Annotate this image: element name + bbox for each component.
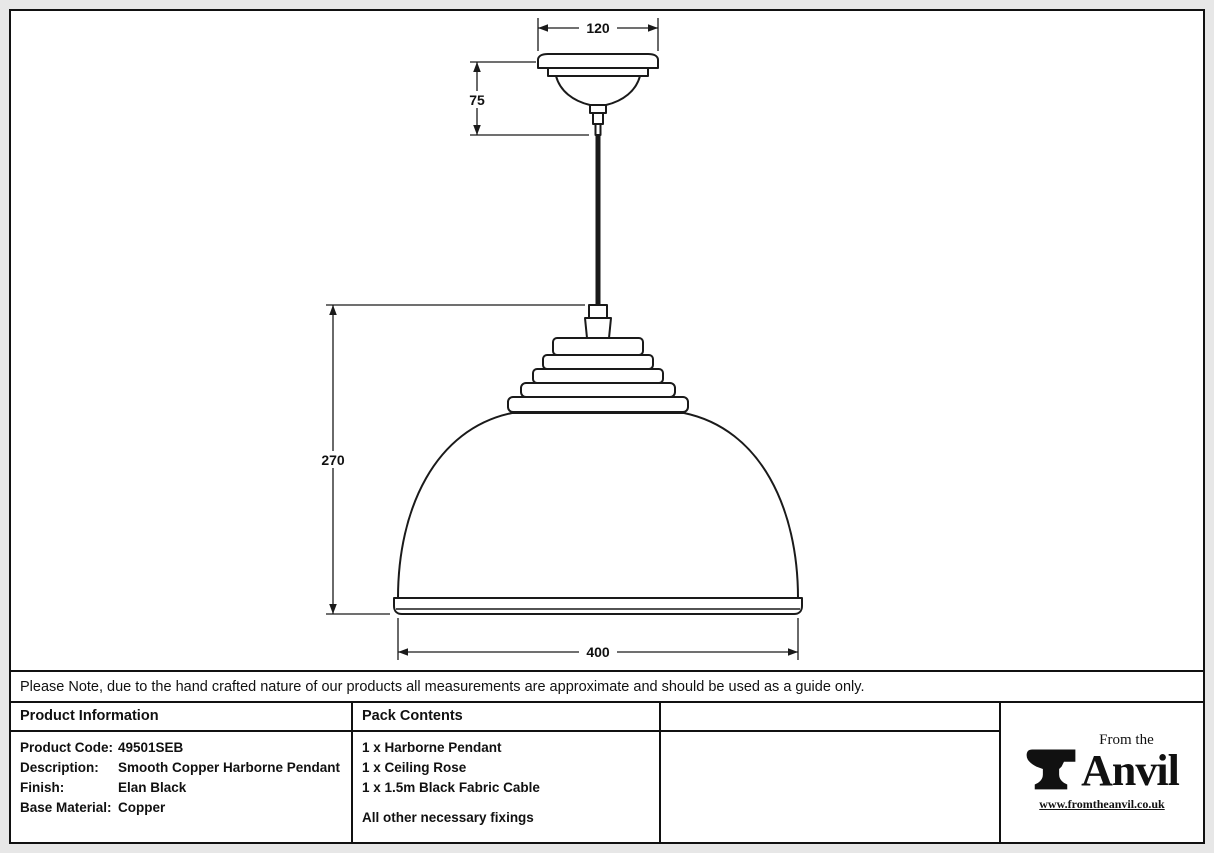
brand-name: Anvil — [1081, 746, 1180, 795]
product-code-value: 49501SEB — [118, 740, 184, 755]
finish-label: Finish: — [20, 780, 65, 795]
pack-item: 1 x Harborne Pendant — [362, 740, 502, 755]
spec-sheet: 120 75 270 400 Please Note, due to the h… — [9, 9, 1205, 844]
measurement-note-text: Please Note, due to the hand crafted nat… — [20, 678, 865, 695]
brand-url: www.fromtheanvil.co.uk — [1039, 797, 1165, 811]
product-code-row: Product Code: 49501SEB — [20, 738, 342, 758]
brand-tagline: From the — [1099, 732, 1154, 748]
dim-label-pendant-height: 270 — [321, 452, 345, 468]
pack-item: 1 x Ceiling Rose — [362, 760, 467, 775]
pendant-shade — [393, 304, 803, 615]
base-material-label: Base Material: — [20, 800, 112, 815]
spec-table: Product Information Pack Contents From t… — [11, 701, 1203, 842]
product-code-label: Product Code: — [20, 740, 113, 755]
brand-logo: From the Anvil — [1025, 732, 1180, 795]
dim-label-rose-height: 75 — [469, 92, 485, 108]
description-label: Description: — [20, 760, 99, 775]
pack-contents-header: Pack Contents — [351, 703, 659, 732]
fabric-cable — [595, 135, 601, 307]
pack-contents-footer: All other necessary fixings — [362, 810, 534, 825]
brand-logo-text: From the Anvil — [1081, 732, 1180, 795]
dim-label-shade-width: 400 — [586, 644, 610, 660]
description-value: Smooth Copper Harborne Pendant — [118, 760, 341, 775]
empty-body-cell — [659, 732, 999, 842]
ceiling-rose — [537, 53, 659, 136]
empty-header-cell — [659, 703, 999, 732]
anvil-icon — [1026, 749, 1076, 790]
pack-item: 1 x 1.5m Black Fabric Cable — [362, 780, 540, 795]
dimension-arrowheads — [329, 24, 798, 656]
product-information-body: Product Code: 49501SEB Description: Smoo… — [11, 732, 351, 842]
measurement-note: Please Note, due to the hand crafted nat… — [11, 670, 1203, 701]
brand-logo-cell: From the Anvil www.fromtheanvil.co.uk — [999, 703, 1203, 842]
description-row: Description: Smooth Copper Harborne Pend… — [20, 758, 342, 778]
drawing-area: 120 75 270 400 — [11, 11, 1203, 670]
base-material-value: Copper — [118, 800, 166, 815]
product-information-header: Product Information — [11, 703, 351, 732]
base-material-row: Base Material: Copper — [20, 798, 342, 818]
finish-value: Elan Black — [118, 780, 187, 795]
dim-label-rose-width: 120 — [586, 20, 610, 36]
pendant-technical-drawing: 120 75 270 400 — [314, 18, 803, 660]
pack-contents-body: 1 x Harborne Pendant 1 x Ceiling Rose 1 … — [351, 732, 659, 842]
finish-row: Finish: Elan Black — [20, 778, 342, 798]
